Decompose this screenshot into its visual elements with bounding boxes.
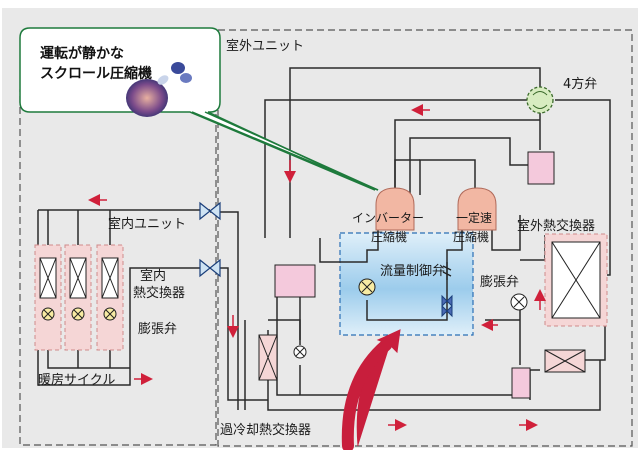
- indoor-unit-label: 室内ユニット: [108, 216, 186, 232]
- inverter-compressor: [375, 187, 415, 231]
- indoor-hx-3: [96, 244, 124, 351]
- indoor-hx-label-line2: 熱交換器: [133, 285, 185, 301]
- indoor-unit-boundary: [19, 89, 217, 446]
- four-way-valve-icon: [526, 86, 554, 114]
- check-valve-icon: [441, 294, 453, 318]
- receiver-tank: [274, 264, 316, 298]
- subcooling-heat-exchanger: [258, 334, 278, 381]
- subcool-hx-label: 過冷却熱交換器: [220, 422, 311, 438]
- heating-cycle-label: 暖房サイクル: [38, 372, 115, 388]
- indoor-heat-exchangers: [34, 244, 124, 351]
- refrigerant-pipes: [37, 67, 611, 411]
- callout-title-line1: 運転が静かな: [40, 45, 124, 62]
- outdoor-unit-boundary: [217, 29, 633, 447]
- liquid-receiver: [511, 367, 531, 399]
- outdoor-heat-exchanger: [544, 233, 608, 327]
- callout-title-line2: スクロール圧縮機: [40, 65, 152, 82]
- fixed-speed-compressor: [457, 187, 497, 231]
- outdoor-expansion-valve-label: 膨張弁: [480, 275, 519, 290]
- inverter-compressor-label-line2: 圧縮機: [371, 229, 407, 244]
- fixed-compressor-label-line1: 一定速: [456, 210, 492, 225]
- highlight-big-arrow-body: [341, 339, 392, 450]
- compressor-callout: [19, 27, 379, 191]
- indoor-hx-label-line1: 室内: [140, 268, 166, 284]
- expansion-valve-icon: [358, 278, 376, 296]
- flow-control-spring: [442, 262, 452, 280]
- outdoor-hx-label: 室外熱交換器: [517, 218, 595, 234]
- outdoor-unit-label: 室外ユニット: [226, 38, 304, 54]
- service-valve-icon: [199, 201, 221, 278]
- small-heat-exchanger: [544, 349, 586, 373]
- flow-arrows: [88, 104, 546, 431]
- scroll-compressor-icon: [126, 62, 192, 117]
- indoor-expansion-valve-label: 膨張弁: [138, 322, 177, 337]
- subcool-valve-icon: [293, 345, 307, 359]
- indoor-hx-1: [34, 244, 62, 351]
- four-way-valve-label: 4方弁: [563, 76, 597, 92]
- inverter-compressor-label-line1: インバーター: [352, 211, 424, 225]
- indoor-hx-2: [64, 244, 92, 351]
- accumulator: [527, 151, 555, 185]
- fixed-compressor-label-line2: 圧縮機: [453, 229, 489, 244]
- outdoor-expansion-valve-icon: [510, 293, 528, 311]
- flow-control-valve-label: 流量制御弁: [380, 264, 445, 279]
